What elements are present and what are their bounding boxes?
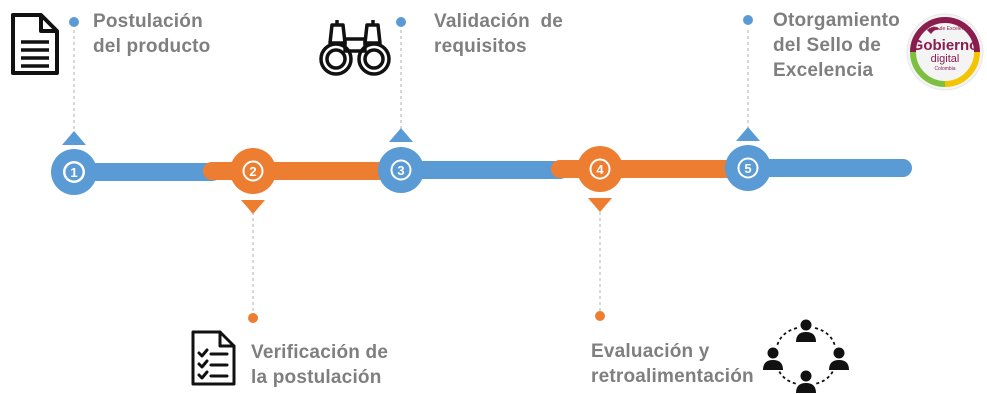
step-2-line-2: la postulación <box>251 367 382 388</box>
triangle-up-3 <box>389 128 413 142</box>
step-number-3: 3 <box>397 163 404 178</box>
step-label-3: Validación de requisitos <box>434 9 563 59</box>
triangle-down-4 <box>588 198 612 212</box>
step-node-4: 4 <box>577 146 623 192</box>
triangle-up-1 <box>62 131 86 145</box>
step-number-5: 5 <box>744 161 751 176</box>
step-label-5: Otorgamiento del Sello de Excelencia <box>773 8 900 83</box>
step-4-line-2: retroalimentación <box>591 366 754 387</box>
connector-dot-4 <box>595 311 605 321</box>
step-node-3: 3 <box>378 147 424 193</box>
seal-top-text: Sello de Excelencia <box>927 26 971 32</box>
step-node-2: 2 <box>230 148 276 194</box>
step-label-1: Postulación del producto <box>93 9 210 59</box>
triangle-down-2 <box>241 200 265 214</box>
step-label-2: Verificación de la postulación <box>251 340 388 390</box>
people-network-icon <box>763 319 849 393</box>
binoculars-icon <box>319 20 391 76</box>
seal-main-text: Gobierno <box>912 37 979 54</box>
step-number-4: 4 <box>596 162 604 177</box>
connector-dot-5 <box>743 15 753 25</box>
step-5-line-1: Otorgamiento <box>773 10 900 31</box>
step-3-line-2: requisitos <box>434 36 527 57</box>
connector-dot-3 <box>396 17 406 27</box>
step-1-line-2: del producto <box>93 36 211 57</box>
step-number-2: 2 <box>249 164 256 179</box>
seal-sub-text: digital <box>931 53 960 65</box>
seal-country-text: Colombia <box>934 66 955 72</box>
step-node-1: 1 <box>51 149 97 195</box>
connector-dot-1 <box>69 17 79 27</box>
step-node-5: 5 <box>725 145 771 191</box>
step-3-line-1: Validación de <box>434 11 564 32</box>
connector-dot-2 <box>248 313 258 323</box>
step-number-1: 1 <box>70 165 77 180</box>
seal-logo: Sello de Excelencia Gobierno digital Col… <box>906 13 984 91</box>
step-1-line-1: Postulación <box>93 11 203 32</box>
step-5-line-2: del Sello de <box>773 35 881 56</box>
step-2-line-1: Verificación de <box>251 342 389 363</box>
triangle-up-5 <box>736 127 760 141</box>
step-5-line-3: Excelencia <box>773 60 874 81</box>
document-icon <box>11 13 59 75</box>
step-4-line-1: Evaluación y <box>591 341 710 362</box>
step-label-4: Evaluación y retroalimentación <box>591 339 754 389</box>
checklist-icon <box>191 330 236 386</box>
